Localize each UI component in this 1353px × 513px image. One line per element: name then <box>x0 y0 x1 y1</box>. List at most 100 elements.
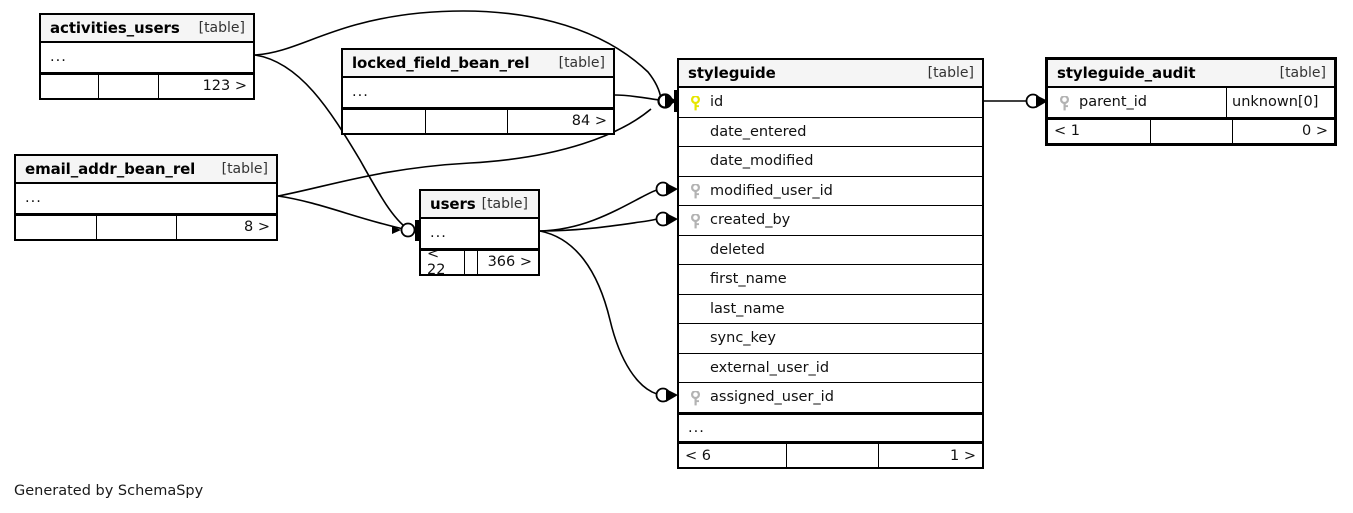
footer-right[interactable]: 8 > <box>244 219 270 235</box>
edge-locked-field-bean-rel-to-styleguide-id <box>614 94 660 101</box>
table-header: email_addr_bean_rel [table] <box>16 156 276 184</box>
column-name: external_user_id <box>710 359 830 376</box>
footer-right[interactable]: 0 > <box>1302 123 1328 139</box>
table-styleguide-audit[interactable]: styleguide_audit [table] parent_id unkno… <box>1045 57 1337 146</box>
row-label: ... <box>688 419 705 436</box>
column-row-date-entered[interactable]: date_entered <box>679 117 982 147</box>
column-row-assigned-user-id[interactable]: assigned_user_id <box>679 383 982 413</box>
column-name: last_name <box>710 300 785 317</box>
edge-users-to-modified-user-id <box>539 189 658 232</box>
footer-right[interactable]: 123 > <box>202 78 247 94</box>
connector-assigned-user-id <box>655 387 678 403</box>
footer-middle <box>99 74 159 98</box>
generated-by-credit: Generated by SchemaSpy <box>14 483 204 499</box>
column-row-date-modified[interactable]: date_modified <box>679 147 982 177</box>
footer-middle <box>426 109 508 133</box>
table-type-tag: [table] <box>221 161 268 177</box>
foreign-key-icon <box>689 389 702 406</box>
table-activities-users[interactable]: activities_users [table] ... 123 > <box>39 13 255 100</box>
table-type-tag: [table] <box>1279 65 1326 81</box>
row-label: ... <box>25 190 42 207</box>
footer-left[interactable] <box>16 215 97 239</box>
table-header: activities_users [table] <box>41 15 253 43</box>
row-label: ... <box>352 84 369 101</box>
edge-email-addr-bean-rel-to-users <box>277 195 409 231</box>
column-name: id <box>710 94 724 111</box>
column-name: deleted <box>710 241 765 258</box>
table-title: locked_field_bean_rel <box>352 54 530 72</box>
footer-left[interactable] <box>41 74 99 98</box>
row-label: ... <box>430 225 447 242</box>
footer-middle <box>97 215 177 239</box>
table-type-tag: [table] <box>927 65 974 81</box>
column-name: sync_key <box>710 330 776 347</box>
table-row: ... <box>343 78 613 108</box>
column-row-modified-user-id[interactable]: modified_user_id <box>679 176 982 206</box>
footer-left[interactable] <box>343 109 426 133</box>
table-header: users [table] <box>421 191 538 219</box>
table-title: users <box>430 195 476 213</box>
connector-styleguide-id <box>657 90 678 112</box>
table-row: ... <box>421 219 538 249</box>
table-row: ... <box>16 184 276 214</box>
column-row-sync-key[interactable]: sync_key <box>679 324 982 354</box>
table-locked-field-bean-rel[interactable]: locked_field_bean_rel [table] ... 84 > <box>341 48 615 135</box>
table-footer: 123 > <box>41 72 253 98</box>
column-row-created-by[interactable]: created_by <box>679 206 982 236</box>
footer-middle <box>787 444 879 467</box>
column-name: created_by <box>710 212 791 229</box>
column-type: unknown[0] <box>1226 88 1334 117</box>
table-header: styleguide [table] <box>679 60 982 88</box>
table-type-tag: [table] <box>481 196 528 212</box>
footer-right[interactable]: 366 > <box>487 254 532 270</box>
table-type-tag: [table] <box>198 20 245 36</box>
connector-users-left <box>392 220 419 241</box>
footer-right[interactable]: 1 > <box>950 447 976 464</box>
foreign-key-icon <box>1058 94 1071 111</box>
column-name: first_name <box>710 271 787 288</box>
column-row-deleted[interactable]: deleted <box>679 235 982 265</box>
footer-left[interactable]: < 6 <box>679 444 787 467</box>
table-row-more: ... <box>679 412 982 442</box>
edge-users-to-created-by <box>539 218 658 232</box>
primary-key-icon <box>689 94 702 111</box>
column-row-first-name[interactable]: first_name <box>679 265 982 295</box>
connector-modified-user-id <box>655 181 678 197</box>
column-name: modified_user_id <box>710 182 833 199</box>
footer-middle <box>1151 119 1233 143</box>
column-name: date_modified <box>710 153 814 170</box>
column-name-cell: parent_id <box>1048 88 1226 117</box>
table-footer: < 22 366 > <box>421 248 538 274</box>
column-name: parent_id <box>1079 94 1148 111</box>
table-header: locked_field_bean_rel [table] <box>343 50 613 78</box>
connector-created-by <box>655 211 678 227</box>
table-title: styleguide <box>688 64 776 82</box>
footer-middle <box>465 250 478 274</box>
row-label: ... <box>50 49 67 66</box>
table-title: styleguide_audit <box>1057 64 1196 82</box>
column-name: assigned_user_id <box>710 389 834 406</box>
column-row-id[interactable]: id <box>679 88 982 118</box>
table-footer: 84 > <box>343 107 613 133</box>
table-footer: < 1 0 > <box>1048 117 1334 143</box>
footer-left[interactable]: < 1 <box>1048 119 1151 143</box>
table-styleguide[interactable]: styleguide [table] id date_entered date_… <box>677 58 984 469</box>
table-footer: 8 > <box>16 213 276 239</box>
table-title: email_addr_bean_rel <box>25 160 196 178</box>
column-row-external-user-id[interactable]: external_user_id <box>679 353 982 383</box>
edge-users-to-assigned-user-id <box>539 230 658 395</box>
table-email-addr-bean-rel[interactable]: email_addr_bean_rel [table] ... 8 > <box>14 154 278 241</box>
column-name: date_entered <box>710 123 807 140</box>
table-footer: < 6 1 > <box>679 442 982 467</box>
footer-right[interactable]: 84 > <box>571 113 607 129</box>
table-users[interactable]: users [table] ... < 22 366 > <box>419 189 540 276</box>
column-row-parent-id[interactable]: parent_id unknown[0] <box>1048 88 1334 118</box>
table-row: ... <box>41 43 253 73</box>
table-title: activities_users <box>50 19 180 37</box>
table-header: styleguide_audit [table] <box>1048 60 1334 88</box>
footer-left[interactable]: < 22 <box>421 250 465 274</box>
table-type-tag: [table] <box>558 55 605 71</box>
foreign-key-icon <box>689 183 702 199</box>
column-row-last-name[interactable]: last_name <box>679 294 982 324</box>
